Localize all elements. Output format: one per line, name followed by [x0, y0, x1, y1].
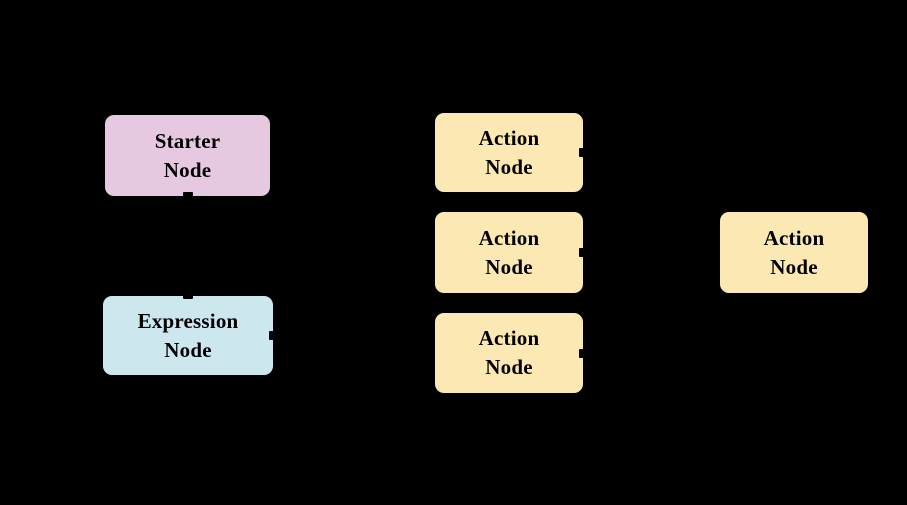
- node-starter-label-line1: Starter: [154, 128, 221, 153]
- edge-bus-to-action-1: [410, 152, 435, 154]
- node-action-4-label-line2: Node: [770, 254, 818, 279]
- port-expression-input[interactable]: [183, 291, 193, 299]
- port-expression-output[interactable]: [269, 331, 278, 340]
- node-action-2[interactable]: Action Node: [435, 212, 583, 293]
- port-action-1-output[interactable]: [579, 148, 588, 157]
- port-action-3-output[interactable]: [579, 349, 588, 358]
- port-starter-output[interactable]: [183, 192, 193, 200]
- edge-actions-to-action-4: [583, 252, 720, 254]
- node-action-3[interactable]: Action Node: [435, 313, 583, 393]
- node-action-2-label-line1: Action: [478, 225, 540, 250]
- node-starter-label-line2: Node: [163, 157, 212, 182]
- edge-bus-to-action-2: [410, 252, 435, 254]
- node-action-3-label-line2: Node: [485, 355, 533, 379]
- node-expression-label-line2: Node: [164, 337, 212, 362]
- edge-starter-to-expression: [187, 196, 189, 296]
- node-action-4-label-line1: Action: [763, 225, 825, 250]
- edge-action-column-bus: [410, 152, 412, 334]
- node-expression[interactable]: Expression Node: [103, 296, 273, 375]
- node-expression-label-line1: Expression: [137, 308, 239, 333]
- node-action-2-label-line2: Node: [485, 254, 533, 279]
- node-starter[interactable]: Starter Node: [105, 115, 270, 196]
- edge-expression-to-actions: [273, 334, 435, 336]
- node-action-1-label-line2: Node: [485, 154, 533, 179]
- node-action-1-label-line1: Action: [478, 125, 540, 150]
- node-action-3-label-line1: Action: [478, 326, 540, 351]
- port-action-2-output[interactable]: [579, 248, 588, 257]
- node-action-4[interactable]: Action Node: [720, 212, 868, 293]
- node-action-1[interactable]: Action Node: [435, 113, 583, 192]
